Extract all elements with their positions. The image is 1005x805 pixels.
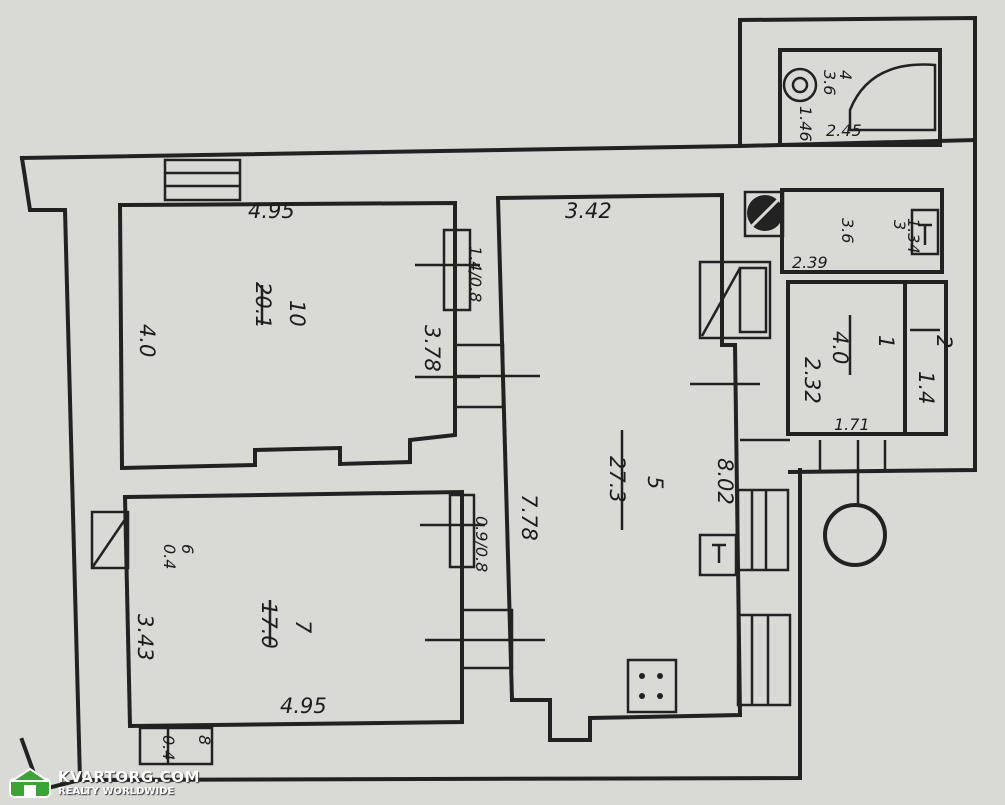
room-4-dim-a: 1.46 (796, 106, 815, 142)
room-5-left-dim: 7.78 (517, 494, 541, 541)
room-2: 2 1.4 (910, 328, 956, 404)
room-6-number: 6 (178, 544, 197, 554)
bathtub-icon (848, 63, 937, 132)
entrance-area (736, 438, 887, 707)
logo-tagline-text: REALTY WORLDWIDE (58, 785, 175, 797)
room-1: 1 4.0 2.32 1.71 (786, 280, 948, 436)
room-1-dim-a: 2.32 (800, 357, 824, 404)
room-1-area: 4.0 (828, 331, 852, 364)
room-7-niche (448, 493, 476, 569)
room-1-dim-b: 1.71 (834, 415, 870, 434)
toilet-icon (782, 67, 818, 103)
room-10-niche-dim: 1.4/0.8 (466, 246, 485, 302)
room-8-number: 8 (195, 735, 214, 745)
room-3: 3 3.6 1.34 2.39 (743, 188, 944, 274)
room-7-niche-dim: 0.9/0.8 (472, 516, 491, 572)
room-10: 4.95 4.0 10 20.1 3.78 1.4/0.8 (117, 199, 485, 471)
room-8: 8 0.4 (138, 726, 214, 766)
logo-brand-text: KVARTORG.COM (58, 767, 200, 786)
room-10-right-dim: 3.78 (420, 325, 444, 372)
room-7: 4.95 3.43 7 17.0 0.9/0.8 (122, 489, 545, 729)
room-6-area: 0.4 (160, 544, 179, 569)
sink-icon (698, 533, 738, 577)
room-7-area: 17.0 (257, 602, 281, 649)
room-10-niche (442, 228, 472, 312)
room-2-number: 2 (932, 335, 956, 348)
house-logo-icon (8, 767, 52, 799)
room-6: 6 0.4 (90, 510, 197, 569)
room-4-dim-b: 2.45 (826, 121, 862, 140)
room-5-area: 27.3 (605, 456, 629, 503)
room-10-area: 20.1 (251, 282, 275, 329)
room-4-number: 4 (836, 70, 855, 80)
room-7-bottom-dim: 4.95 (280, 694, 327, 718)
room-2-area: 1.4 (914, 371, 938, 404)
stove-icon (626, 658, 678, 714)
watermark-logo: KVARTORG.COM REALTY WORLDWIDE (8, 764, 208, 802)
room-5-top-dim: 3.42 (565, 199, 612, 223)
room-8-area: 0.4 (159, 735, 178, 760)
room-10-top-dim: 4.95 (248, 199, 295, 223)
room-5-number: 5 (643, 476, 667, 489)
stove-appliance-icon (698, 260, 772, 340)
room-5: 3.42 7.78 5 27.3 8.02 (495, 192, 772, 742)
room-4-area: 3.6 (820, 70, 839, 95)
room-3-dim-b: 2.39 (792, 253, 828, 272)
window-top-left (163, 158, 242, 202)
room-7-left-dim: 3.43 (133, 614, 157, 661)
room-7-number: 7 (291, 620, 315, 634)
room-3-area: 3.6 (838, 218, 857, 243)
room-5-right-dim: 8.02 (713, 458, 737, 505)
room-10-left-dim: 4.0 (135, 324, 159, 357)
room-10-number: 10 (285, 300, 309, 327)
room-1-number: 1 (874, 335, 898, 348)
exit-circle-icon (823, 503, 887, 567)
room-3-dim-a: 1.34 (904, 218, 923, 254)
room-4: 4 3.6 1.46 2.45 (778, 48, 942, 147)
room-3-number: 3 (890, 220, 909, 230)
